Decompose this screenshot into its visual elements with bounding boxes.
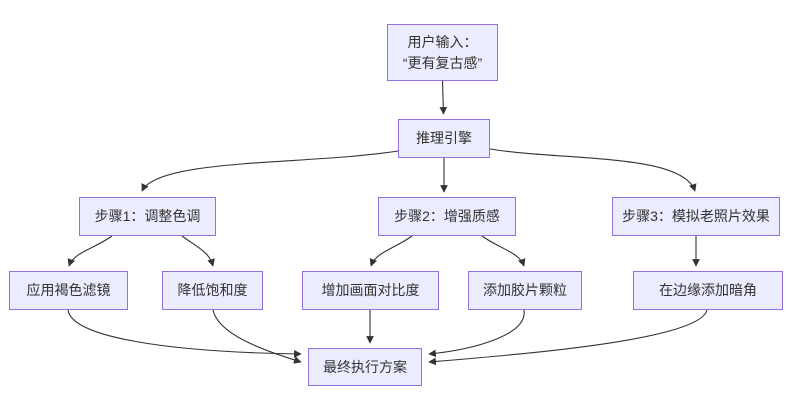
node-contrast: 增加画面对比度 xyxy=(302,271,439,310)
node-step3-label: 步骤3：模拟老照片效果 xyxy=(622,208,770,224)
edge-engine-to-step1 xyxy=(141,150,399,192)
node-contrast-label: 增加画面对比度 xyxy=(321,282,420,298)
node-saturation-label: 降低饱和度 xyxy=(177,282,248,298)
node-final-label: 最终执行方案 xyxy=(323,358,407,375)
node-engine: 推理引擎 xyxy=(398,119,490,158)
node-step2: 步骤2：增强质感 xyxy=(378,197,516,236)
edge-user-input-to-engine xyxy=(439,80,448,115)
edge-grain-to-final xyxy=(428,309,525,358)
edge-step1-to-sepia xyxy=(67,235,113,267)
node-step1-label: 步骤1：调整色调 xyxy=(94,208,201,224)
node-user-input-line2: “更有复古感” xyxy=(402,54,483,71)
node-user-input: 用户输入： “更有复古感” xyxy=(387,24,498,81)
edge-step2-to-grain xyxy=(481,235,526,267)
edge-sepia-to-final xyxy=(67,309,302,358)
edge-saturation-to-final xyxy=(212,309,302,364)
node-step1: 步骤1：调整色调 xyxy=(79,197,216,236)
edge-vignette-to-final xyxy=(428,309,708,366)
node-vignette-label: 在边缘添加暗角 xyxy=(659,282,757,298)
node-final: 最终执行方案 xyxy=(308,348,422,386)
node-step3: 步骤3：模拟老照片效果 xyxy=(612,197,780,236)
node-sepia: 应用褐色滤镜 xyxy=(9,271,128,310)
edge-step2-to-contrast xyxy=(369,235,413,267)
node-engine-label: 推理引擎 xyxy=(416,130,472,146)
edge-step1-to-saturation xyxy=(181,235,215,267)
node-step2-label: 步骤2：增强质感 xyxy=(394,208,500,224)
edge-engine-to-step3 xyxy=(489,148,697,192)
node-saturation: 降低饱和度 xyxy=(162,271,263,310)
node-grain: 添加胶片颗粒 xyxy=(468,271,582,310)
node-vignette: 在边缘添加暗角 xyxy=(633,271,783,310)
node-grain-label: 添加胶片颗粒 xyxy=(483,282,567,298)
node-sepia-label: 应用褐色滤镜 xyxy=(26,282,111,298)
node-user-input-line1: 用户输入： xyxy=(407,33,478,50)
